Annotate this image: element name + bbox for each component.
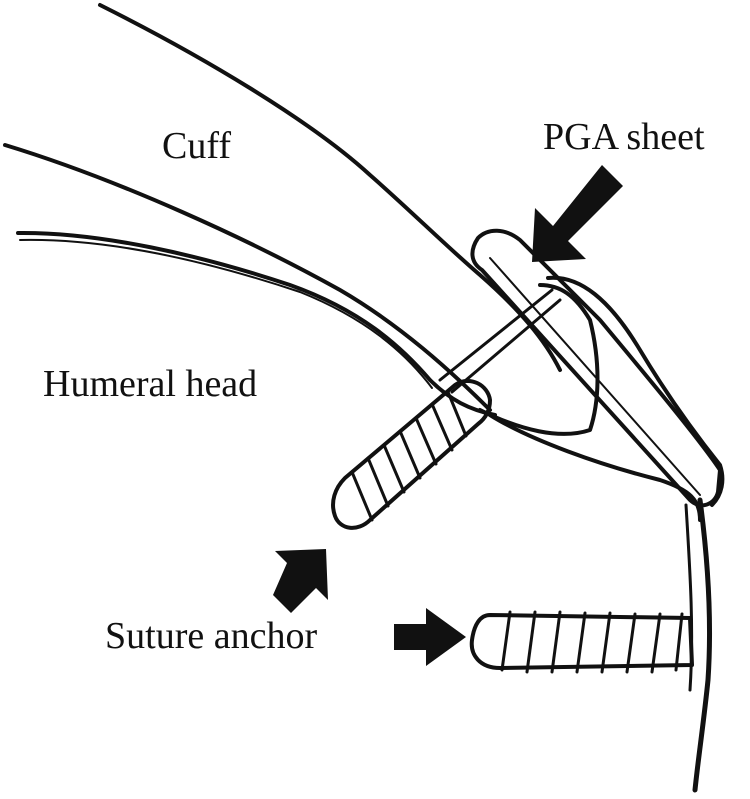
suture-strand-1 — [438, 288, 554, 382]
upper-anchor-arrow — [273, 549, 328, 613]
upper-suture-anchor — [331, 379, 492, 530]
bone-surface-line — [488, 413, 702, 522]
lateral-cortex-line — [692, 497, 713, 793]
humeral-head-label: Humeral head — [43, 363, 258, 405]
lower-anchor-arrow — [394, 608, 466, 666]
suture-strand-2 — [450, 298, 562, 394]
cuff-fold-outline — [478, 283, 600, 436]
cuff-lower-line — [3, 143, 492, 412]
humeral-head-outline-sketch — [19, 238, 433, 389]
pga-sheet — [470, 228, 722, 508]
cuff-label: Cuff — [162, 125, 231, 167]
pga-sheet-inner — [489, 257, 701, 496]
pga-sheet-arrow — [532, 165, 623, 262]
cuff-upper-line — [98, 3, 562, 372]
lower-suture-anchor — [469, 610, 694, 674]
suture-anchor-label: Suture anchor — [105, 615, 318, 657]
lateral-cortex-inner — [684, 503, 694, 692]
pga-sheet-label: PGA sheet — [543, 116, 705, 158]
cuff-fold-outer — [546, 275, 725, 507]
